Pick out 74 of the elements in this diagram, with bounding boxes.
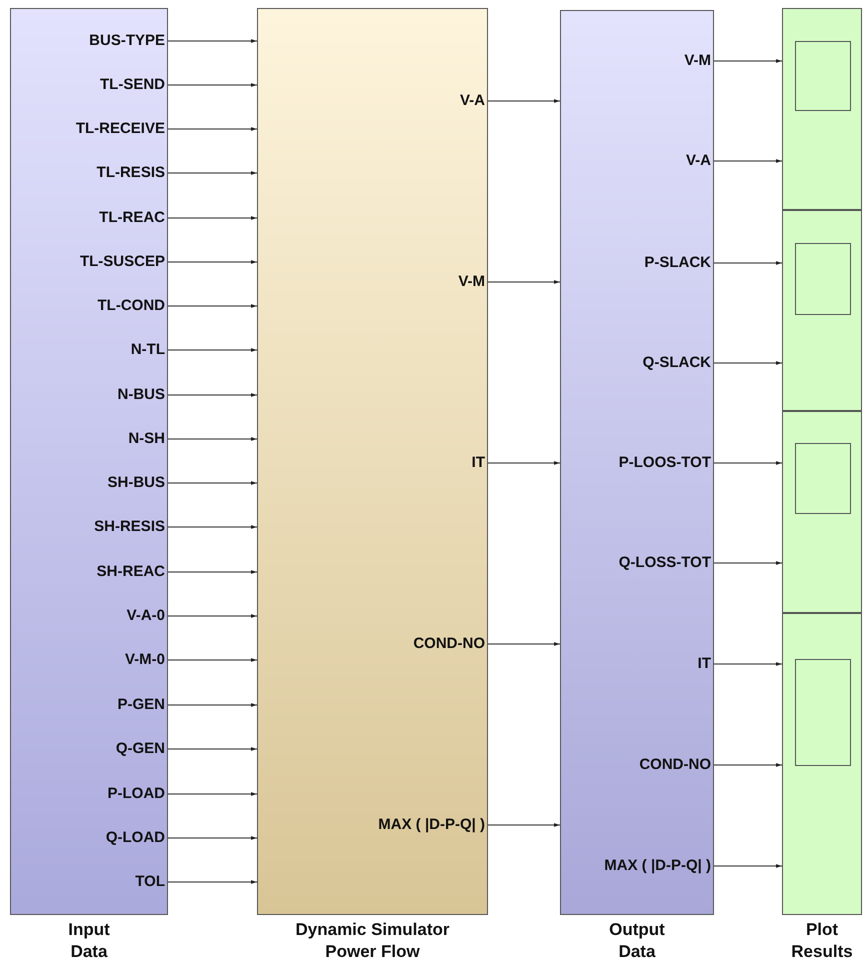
arrow (714, 763, 782, 767)
arrow (168, 437, 258, 441)
arrow (168, 747, 258, 751)
scope-panel (782, 411, 862, 613)
port-label: TL-SUSCEP (80, 253, 165, 271)
arrow (488, 461, 560, 465)
arrow (488, 99, 560, 103)
port-label: TL-RESIS (96, 164, 165, 182)
port-label: Q-SLACK (642, 354, 711, 372)
arrow (168, 880, 258, 884)
port-label: V-M-0 (124, 651, 165, 669)
arrow (488, 642, 560, 646)
port-label: P-SLACK (644, 254, 711, 272)
arrow (168, 83, 258, 87)
arrow (714, 159, 782, 163)
arrow (168, 703, 258, 707)
arrow (168, 348, 258, 352)
block-caption: Input Data (67, 919, 111, 963)
block-caption: Plot Results (790, 919, 854, 963)
arrow (714, 461, 782, 465)
port-label: SH-REAC (96, 563, 165, 581)
port-label: V-A (460, 92, 485, 110)
arrow (714, 662, 782, 666)
port-label: TL-RECEIVE (76, 120, 165, 138)
port-label: MAX ( |D-P-Q| ) (604, 857, 711, 875)
port-label: V-A-0 (126, 607, 165, 625)
port-label: TL-SEND (100, 76, 165, 94)
block-caption: Output Data (608, 919, 666, 963)
arrow (168, 658, 258, 662)
arrow (168, 171, 258, 175)
port-label: P-LOOS-TOT (618, 454, 711, 472)
port-label: MAX ( |D-P-Q| ) (378, 816, 485, 834)
arrow (168, 614, 258, 618)
port-label: BUS-TYPE (89, 32, 165, 50)
port-label: IT (472, 454, 485, 472)
port-label: N-BUS (118, 386, 165, 404)
arrow (714, 561, 782, 565)
port-label: COND-NO (639, 756, 711, 774)
port-label: P-GEN (117, 696, 165, 714)
port-label: N-TL (130, 341, 165, 359)
block-caption: Dynamic Simulator Power Flow (294, 919, 450, 963)
port-label: V-A (686, 152, 711, 170)
port-label: SH-RESIS (94, 518, 165, 536)
arrow (168, 216, 258, 220)
arrow (168, 836, 258, 840)
port-label: Q-GEN (116, 740, 165, 758)
arrow (168, 304, 258, 308)
arrow (714, 59, 782, 63)
arrow (168, 260, 258, 264)
arrow (168, 525, 258, 529)
arrow (488, 823, 560, 827)
port-label: TOL (135, 873, 165, 891)
port-label: Q-LOSS-TOT (618, 554, 711, 572)
arrow (714, 361, 782, 365)
port-label: V-M (684, 52, 711, 70)
arrow (168, 570, 258, 574)
arrow (168, 39, 258, 43)
arrow (168, 481, 258, 485)
port-label: V-M (458, 273, 485, 291)
arrow (714, 864, 782, 868)
port-label: TL-COND (98, 297, 165, 315)
scope-panel (782, 210, 862, 411)
port-label: IT (698, 655, 711, 673)
port-label: N-SH (128, 430, 165, 448)
arrow (488, 280, 560, 284)
port-label: TL-REAC (99, 209, 165, 227)
port-label: Q-LOAD (106, 829, 165, 847)
arrow (168, 792, 258, 796)
arrow (168, 393, 258, 397)
arrow (168, 127, 258, 131)
port-label: P-LOAD (108, 785, 165, 803)
port-label: SH-BUS (107, 474, 165, 492)
port-label: COND-NO (413, 635, 485, 653)
arrow (714, 261, 782, 265)
